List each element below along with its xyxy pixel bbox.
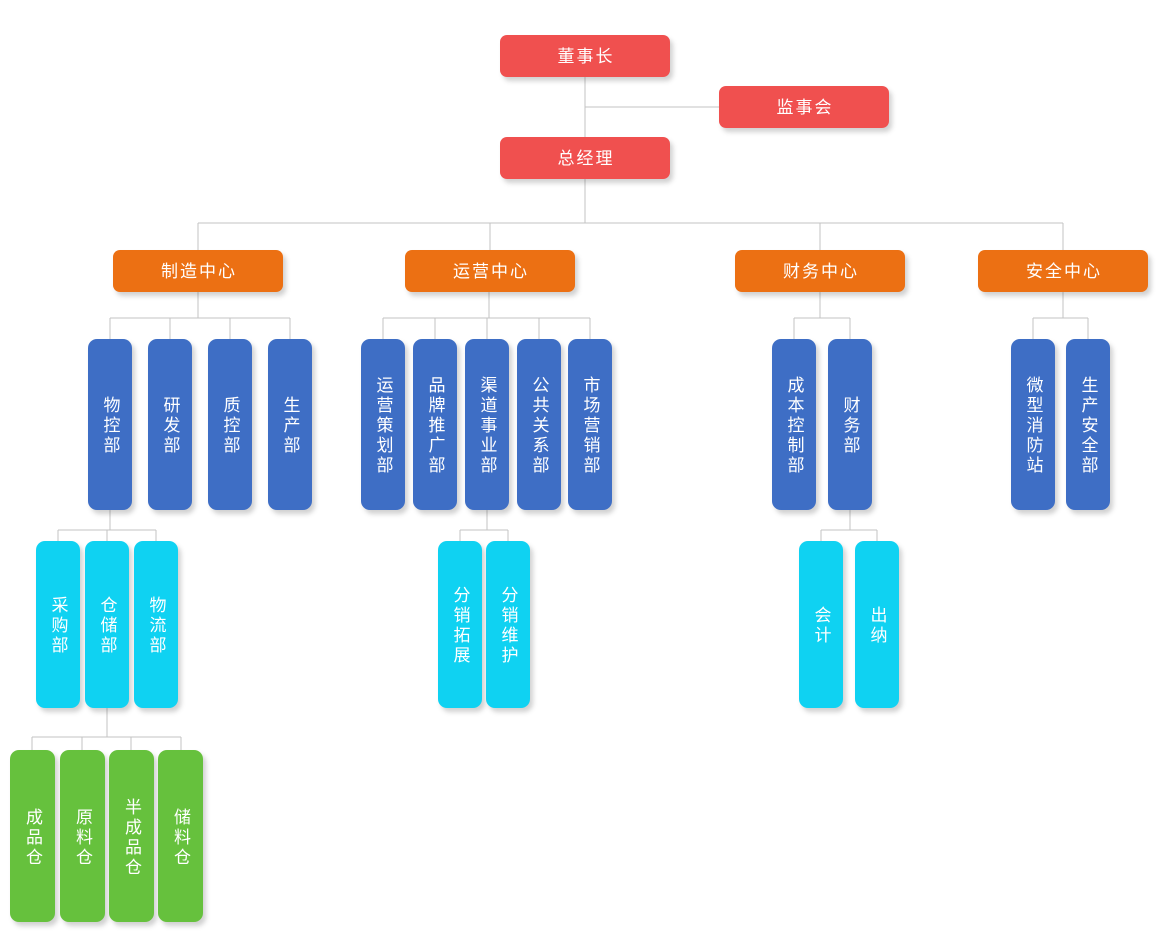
node-dept-micro-fire-station: 微型消防站 [1011,339,1055,510]
node-dept-quality-control-label: 质控部 [220,396,240,456]
node-finance-center: 财务中心 [735,250,905,292]
node-dept-quality-control: 质控部 [208,339,252,510]
node-dept-production-safety-label: 生产安全部 [1078,376,1098,476]
node-dept-production-safety: 生产安全部 [1066,339,1110,510]
node-sub-logistics-label: 物流部 [146,596,166,656]
node-warehouse-semi-finished-label: 半成品仓 [122,797,141,878]
node-warehouse-material-storage: 储料仓 [158,750,203,922]
node-general-manager-label: 总经理 [557,148,615,168]
node-operations-center: 运营中心 [405,250,575,292]
node-dept-brand-promotion-label: 品牌推广部 [425,376,445,476]
node-general-manager: 总经理 [500,137,670,179]
node-dept-finance-label: 财务部 [840,396,860,456]
node-warehouse-finished-goods-label: 成品仓 [23,807,42,868]
node-sub-logistics: 物流部 [134,541,178,708]
node-chairman: 董事长 [500,35,670,77]
node-supervisory-board: 监事会 [719,86,889,128]
node-dept-operations-planning-label: 运营策划部 [373,376,393,476]
node-warehouse-semi-finished: 半成品仓 [109,750,154,922]
node-warehouse-raw-material: 原料仓 [60,750,105,922]
node-sub-warehousing-label: 仓储部 [97,596,117,656]
node-sub-accounting-label: 会计 [811,606,831,646]
node-dept-rnd: 研发部 [148,339,192,510]
node-manufacturing-center: 制造中心 [113,250,283,292]
node-safety-center-label: 安全中心 [1026,261,1102,281]
node-dept-public-relations-label: 公共关系部 [529,376,549,476]
node-dept-channel-business-label: 渠道事业部 [477,376,497,476]
node-sub-distribution-expansion-label: 分销拓展 [450,586,470,666]
node-supervisory-board-label: 监事会 [776,97,834,117]
node-warehouse-material-storage-label: 储料仓 [171,807,190,868]
node-sub-warehousing: 仓储部 [85,541,129,708]
connector-path [31,77,1089,750]
node-finance-center-label: 财务中心 [783,261,859,281]
node-manufacturing-center-label: 制造中心 [161,261,237,281]
node-dept-marketing-label: 市场营销部 [580,376,600,476]
node-sub-procurement: 采购部 [36,541,80,708]
node-sub-distribution-maintenance-label: 分销维护 [498,586,518,666]
node-dept-material-control: 物控部 [88,339,132,510]
node-dept-brand-promotion: 品牌推广部 [413,339,457,510]
node-dept-public-relations: 公共关系部 [517,339,561,510]
node-dept-rnd-label: 研发部 [160,396,180,456]
node-chairman-label: 董事长 [557,46,615,66]
node-dept-finance: 财务部 [828,339,872,510]
node-sub-distribution-expansion: 分销拓展 [438,541,482,708]
node-dept-cost-control-label: 成本控制部 [784,376,804,476]
node-sub-cashier: 出纳 [855,541,899,708]
node-dept-production-label: 生产部 [280,396,300,456]
node-sub-distribution-maintenance: 分销维护 [486,541,530,708]
node-dept-marketing: 市场营销部 [568,339,612,510]
node-safety-center: 安全中心 [978,250,1148,292]
node-dept-material-control-label: 物控部 [100,396,120,456]
node-dept-operations-planning: 运营策划部 [361,339,405,510]
node-sub-cashier-label: 出纳 [867,606,887,646]
node-dept-channel-business: 渠道事业部 [465,339,509,510]
node-dept-production: 生产部 [268,339,312,510]
node-warehouse-finished-goods: 成品仓 [10,750,55,922]
node-sub-accounting: 会计 [799,541,843,708]
node-warehouse-raw-material-label: 原料仓 [73,807,92,868]
node-dept-micro-fire-station-label: 微型消防站 [1023,376,1043,476]
node-dept-cost-control: 成本控制部 [772,339,816,510]
node-operations-center-label: 运营中心 [453,261,529,281]
node-sub-procurement-label: 采购部 [48,596,68,656]
